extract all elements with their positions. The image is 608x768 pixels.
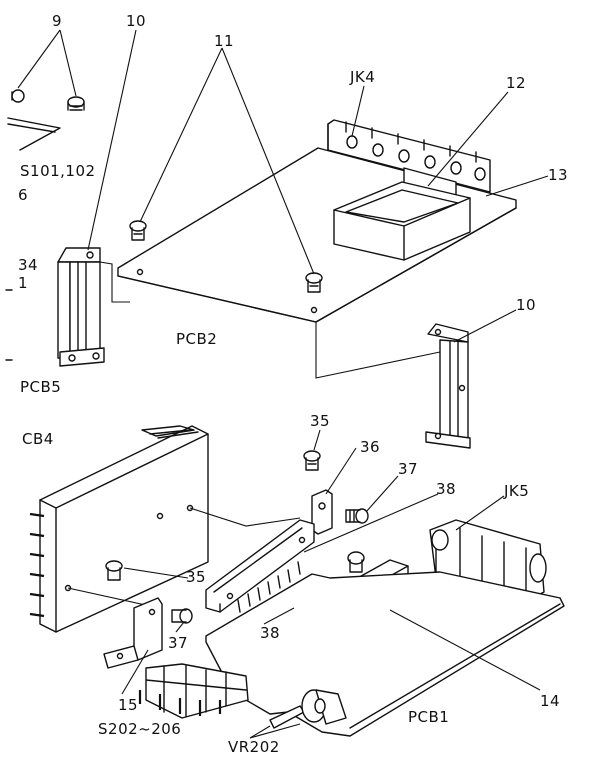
label-36: 36	[360, 438, 380, 456]
connector-jk4	[327, 119, 491, 193]
label-6: 6	[18, 186, 28, 204]
label-34: 34	[18, 256, 38, 274]
label-15: 15	[118, 696, 138, 714]
label-cb4: CB4	[22, 430, 54, 448]
label-s202-206: S202~206	[98, 720, 181, 738]
label-38-top: 38	[436, 480, 456, 498]
potentiometer-vr202	[269, 689, 347, 729]
pcb-s101-fragment	[7, 89, 61, 151]
label-s101-102: S101,102	[20, 162, 96, 180]
label-1: 1	[18, 274, 28, 292]
label-12: 12	[506, 74, 526, 92]
pcb5-fragment	[5, 289, 13, 361]
component-13-box	[333, 181, 471, 261]
screw-35-top	[303, 450, 321, 471]
label-vr202: VR202	[228, 738, 280, 756]
screw-11-right	[305, 272, 323, 293]
screw-35-mid	[105, 560, 123, 581]
label-pcb5: PCB5	[20, 378, 61, 396]
power-module	[205, 519, 315, 613]
label-37-top: 37	[398, 460, 418, 478]
label-13: 13	[548, 166, 568, 184]
bracket-15	[103, 597, 163, 669]
label-pcb2: PCB2	[176, 330, 217, 348]
label-jk5: JK5	[503, 482, 529, 500]
label-14: 14	[540, 692, 560, 710]
bracket-10-left	[57, 247, 105, 367]
label-35-top: 35	[310, 412, 330, 430]
label-jk4: JK4	[349, 68, 375, 86]
screw-38-top	[347, 551, 365, 573]
leader-lines	[17, 29, 549, 739]
label-37-bottom: 37	[168, 634, 188, 652]
screw-11-left	[129, 220, 147, 241]
label-9: 9	[52, 12, 62, 30]
pcb4-board	[29, 425, 209, 633]
screw-37-bottom	[171, 608, 193, 624]
screw-9	[67, 96, 85, 111]
label-11: 11	[214, 32, 234, 50]
callout-labels: 9 10 11 JK4 12 13 S101,102 6 34 1 PCB2 1…	[18, 12, 568, 756]
label-10-right: 10	[516, 296, 536, 314]
label-38-bottom: 38	[260, 624, 280, 642]
switch-block-s202	[138, 663, 249, 719]
bracket-10-right	[425, 323, 471, 449]
bracket-36	[311, 489, 333, 535]
screw-37-top	[345, 508, 369, 524]
label-pcb1: PCB1	[408, 708, 449, 726]
label-35-mid: 35	[186, 568, 206, 586]
label-10-top: 10	[126, 12, 146, 30]
